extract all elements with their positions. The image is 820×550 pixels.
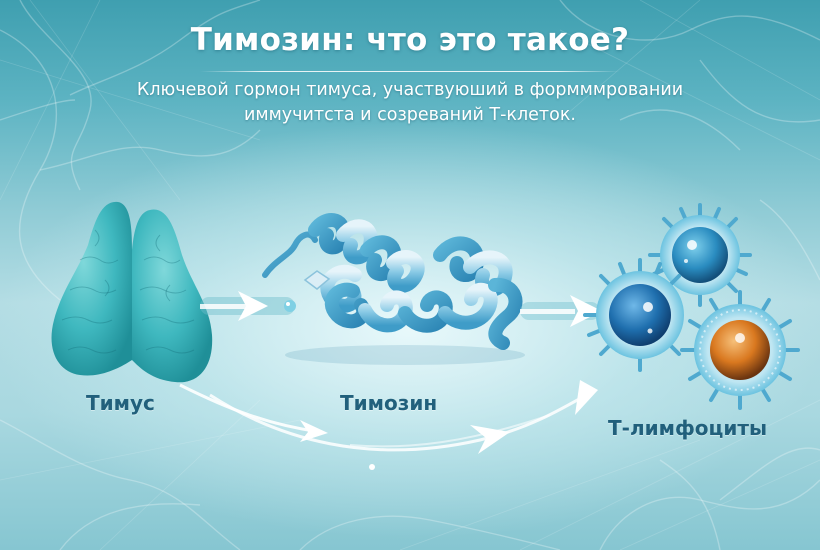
t-cell-left: [583, 258, 684, 372]
title-divider: [200, 71, 620, 72]
thymus-organ-icon: [51, 201, 213, 383]
label-thymus: Тимус: [86, 391, 155, 415]
arrow-thymus-to-thymosin-icon: [200, 291, 296, 321]
protein-helix-icon: [262, 213, 525, 365]
t-cell-orange: [680, 290, 800, 410]
arrow-thymosin-to-t-cells-icon: [520, 295, 602, 327]
lymphocyte-cells-icon: [583, 203, 800, 410]
subtitle-line-1: Ключевой гормон тимуса, участвуюший в фо…: [136, 80, 684, 100]
arrow-curved-thymus-to-t-cells-icon: [179, 380, 598, 470]
label-thymosin: Тимозин: [340, 391, 438, 415]
subtitle: Ключевой гормон тимуса, участвуюший в фо…: [60, 78, 760, 128]
subtitle-line-2: иммучитста и созреваний Т-клеток.: [244, 105, 576, 125]
page-title: Тимозин: что это такое?: [190, 22, 630, 58]
label-t-lymphocytes: Т-лимфоциты: [608, 416, 768, 440]
